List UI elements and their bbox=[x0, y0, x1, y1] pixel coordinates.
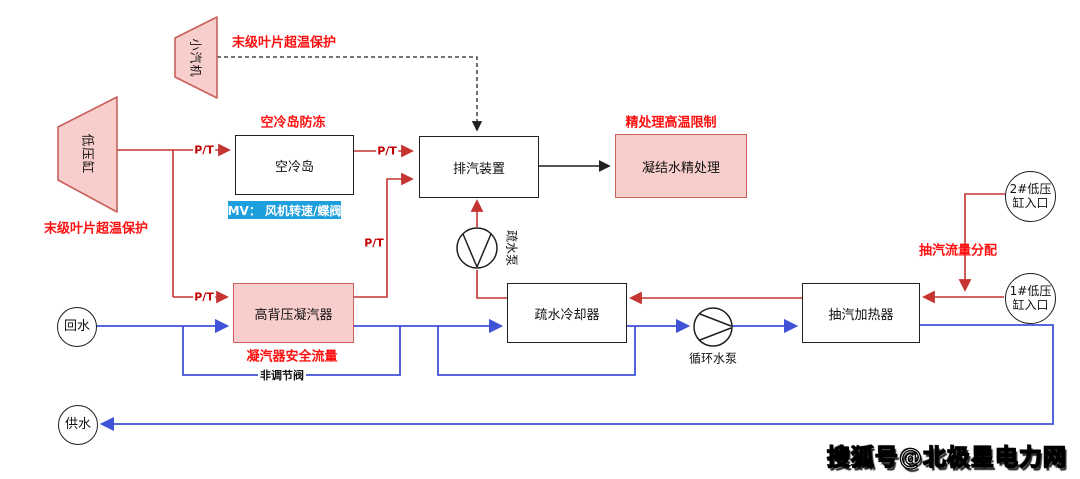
drain-cooler-box: 疏水冷却器 bbox=[507, 283, 627, 343]
lp2-inlet-terminal: 2#低压 缸入口 bbox=[1005, 171, 1056, 222]
exhaust-device-label: 排汽装置 bbox=[452, 161, 505, 177]
return-water-terminal: 回水 bbox=[57, 307, 97, 347]
condensate-polishing-label: 凝结水精处理 bbox=[641, 160, 720, 176]
drain-pump-label: 疏水泵 bbox=[504, 229, 519, 267]
aci-antifreeze-label: 空冷岛防冻 bbox=[260, 115, 326, 131]
drain-pump-symbol bbox=[456, 227, 498, 269]
supply-water-label: 供水 bbox=[64, 416, 91, 432]
lp2-inlet-label-line1: 2#低压 bbox=[1009, 181, 1052, 196]
lp1-inlet-label-line2: 缸入口 bbox=[1012, 297, 1049, 312]
hbp-condenser-label: 高背压凝汽器 bbox=[254, 307, 333, 323]
small-turbine-label: 小汽机 bbox=[188, 38, 203, 78]
extraction-heater-label: 抽汽加热器 bbox=[828, 307, 894, 323]
air-cooling-island-label: 空冷岛 bbox=[274, 159, 314, 175]
exhaust-device-box: 排汽装置 bbox=[419, 136, 539, 198]
lp-cylinder-shape bbox=[57, 96, 118, 213]
watermark: 搜狐号@北极星电力网 bbox=[826, 444, 1067, 471]
pt-tag-aci-inlet: P/T bbox=[193, 143, 215, 157]
pt-tag-exhaust-inlet: P/T bbox=[376, 144, 398, 158]
air-cooling-island-box: 空冷岛 bbox=[235, 135, 354, 195]
non-regulating-valve-label: 非调节阀 bbox=[258, 367, 306, 383]
small-turbine-shape bbox=[174, 16, 218, 99]
lp1-inlet-terminal: 1#低压 缸入口 bbox=[1005, 273, 1056, 324]
dashed-protection-line bbox=[217, 56, 483, 132]
condensate-polishing-box: 凝结水精处理 bbox=[615, 134, 747, 198]
lp1-inlet-label-line1: 1#低压 bbox=[1009, 283, 1052, 298]
polishing-temp-limit-label: 精处理高温限制 bbox=[625, 115, 717, 131]
lp2-inlet-label-line2: 缸入口 bbox=[1012, 195, 1049, 210]
supply-water-terminal: 供水 bbox=[58, 405, 98, 445]
blade-overtemp-protection-top-label: 末级叶片超温保护 bbox=[231, 35, 337, 51]
mv-badge: MV： 风机转速/蝶阀 bbox=[228, 201, 341, 219]
pt-tag-condenser-inlet: P/T bbox=[193, 290, 215, 304]
drain-cooler-label: 疏水冷却器 bbox=[534, 307, 600, 323]
circulating-pump-label: 循环水泵 bbox=[688, 351, 738, 366]
condenser-safe-flow-label: 凝汽器安全流量 bbox=[246, 349, 338, 365]
blade-overtemp-protection-left-label: 末级叶片超温保护 bbox=[43, 221, 149, 237]
return-water-label: 回水 bbox=[63, 318, 90, 334]
lp-cylinder-label: 低压缸 bbox=[80, 133, 96, 175]
extraction-flow-dist-label: 抽汽流量分配 bbox=[918, 243, 998, 259]
hbp-condenser-box: 高背压凝汽器 bbox=[233, 283, 354, 343]
turbine-shapes bbox=[57, 16, 218, 213]
extraction-heater-box: 抽汽加热器 bbox=[802, 283, 920, 343]
circulating-pump-symbol bbox=[693, 307, 733, 347]
pt-tag-condenser-outlet: P/T bbox=[363, 236, 385, 250]
drain-cooler-bypass-line bbox=[437, 326, 636, 376]
